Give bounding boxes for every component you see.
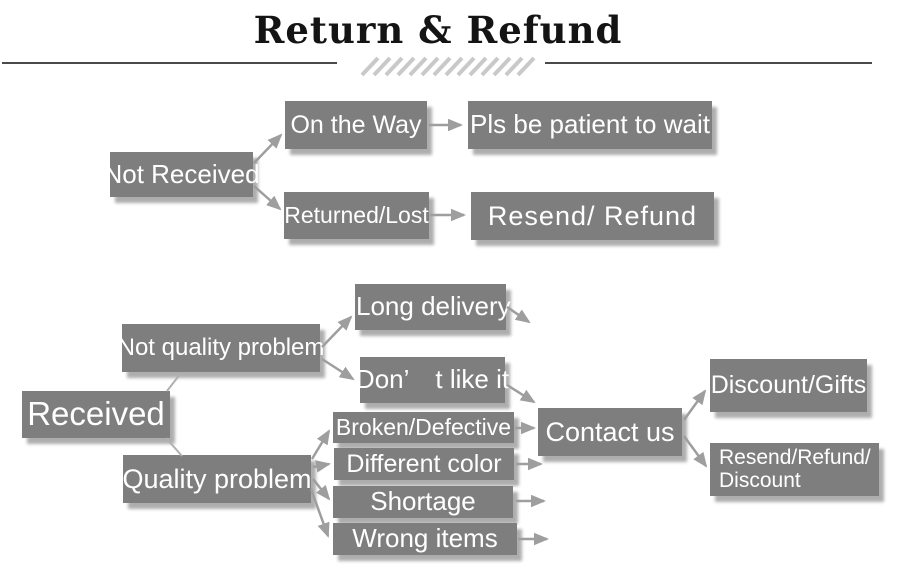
node-dont-like-it: Don’ t like it — [356, 357, 509, 403]
node-long-delivery: Long delivery — [355, 284, 511, 330]
node-received: Received — [22, 391, 170, 438]
hatch-decoration — [360, 56, 536, 77]
node-shortage: Shortage — [333, 486, 513, 518]
node-pls-be-patient: Pls be patient to wait — [468, 101, 712, 149]
node-broken-defective: Broken/Defective — [333, 412, 514, 443]
node-resend-refund-discount: Resend/Refund/ Discount — [710, 443, 879, 496]
node-resend-refund: Resend/ Refund — [471, 192, 714, 240]
node-on-the-way: On the Way — [285, 101, 427, 149]
node-returned-lost: Returned/Lost — [284, 192, 429, 239]
node-quality-problem: Quality problem — [122, 455, 312, 503]
page-title: Return & Refund — [253, 8, 623, 52]
node-contact-us: Contact us — [538, 408, 682, 456]
node-different-color: Different color — [334, 448, 514, 480]
node-not-quality-problem: Not quality problem — [118, 324, 324, 372]
node-wrong-items: Wrong items — [333, 523, 517, 555]
node-discount-gifts: Discount/Gifts — [710, 359, 867, 412]
node-not-received: Not Received — [103, 152, 260, 197]
